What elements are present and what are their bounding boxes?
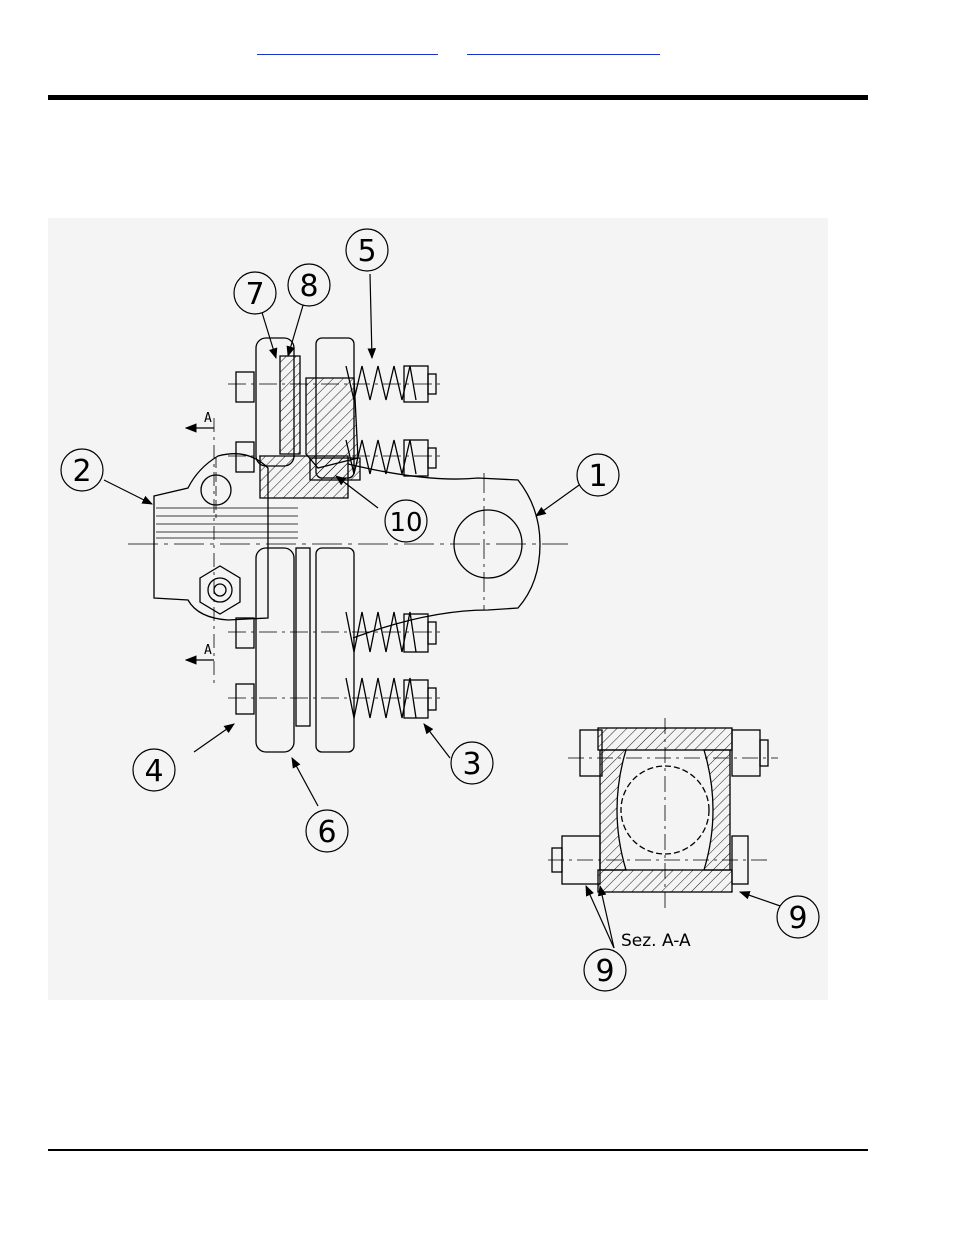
callout-1: 1	[577, 454, 619, 496]
callout-2: 2	[61, 449, 103, 491]
header-link-1[interactable]	[257, 40, 438, 55]
svg-text:5: 5	[357, 234, 376, 269]
section-mark-bottom: A	[204, 643, 212, 658]
section-aa-view	[548, 718, 778, 908]
svg-text:1: 1	[588, 459, 607, 494]
svg-text:4: 4	[144, 754, 163, 789]
svg-text:9: 9	[788, 901, 807, 936]
callout-8: 8	[288, 264, 330, 306]
svg-text:3: 3	[462, 747, 481, 782]
callout-3: 3	[451, 742, 493, 784]
callout-9-right: 9	[777, 896, 819, 938]
header-link-2[interactable]	[467, 40, 660, 55]
clutch-exploded-diagram: A A Sez. A-A 1 2 3 4 5 6	[48, 218, 828, 1000]
footer-rule	[48, 1149, 868, 1151]
section-caption: Sez. A-A	[621, 931, 691, 951]
callout-4: 4	[133, 749, 175, 791]
svg-text:10: 10	[389, 508, 422, 538]
section-mark-top: A	[204, 411, 212, 426]
svg-text:9: 9	[595, 954, 614, 989]
callout-10: 10	[385, 500, 427, 542]
callout-9-bottom: 9	[584, 949, 626, 991]
svg-text:2: 2	[72, 454, 91, 489]
svg-text:8: 8	[299, 269, 318, 304]
callout-6: 6	[306, 810, 348, 852]
svg-text:6: 6	[317, 815, 336, 850]
svg-text:7: 7	[245, 277, 264, 312]
callout-7: 7	[234, 272, 276, 314]
callout-5: 5	[346, 229, 388, 271]
header-rule	[48, 95, 868, 100]
